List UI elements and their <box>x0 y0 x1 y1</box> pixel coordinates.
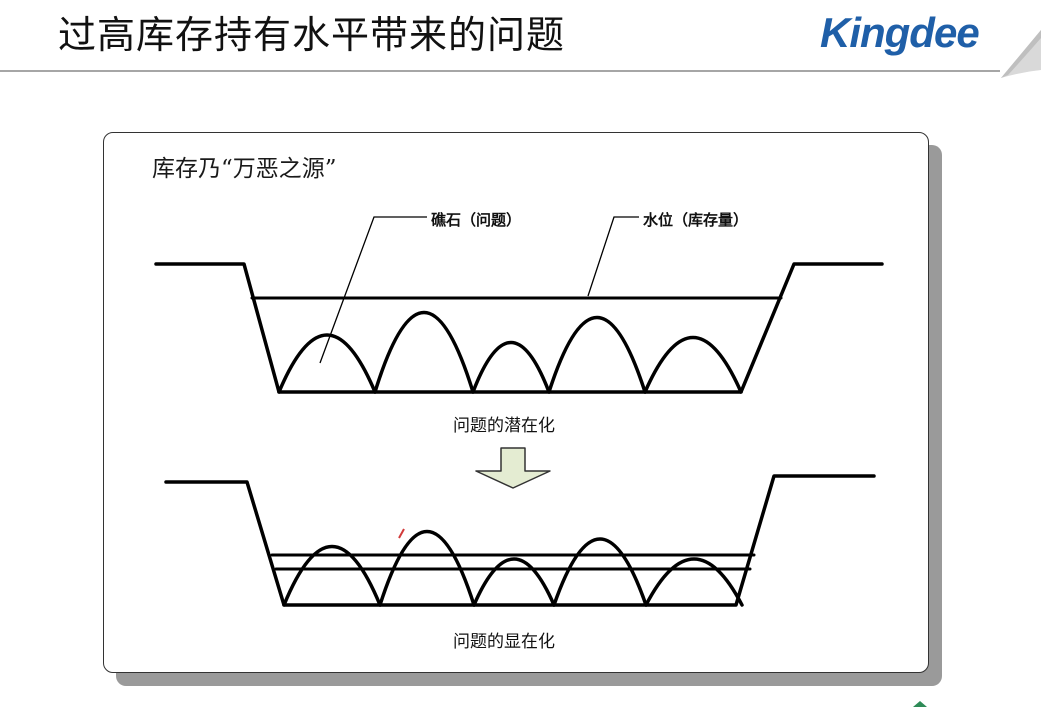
top-channel-outline <box>154 262 884 394</box>
caption-exposed-problems: 问题的显在化 <box>453 632 555 652</box>
bottom-channel-outline <box>164 474 876 607</box>
water-label-leader <box>587 216 639 297</box>
bottom-rock <box>378 529 476 607</box>
top-rock <box>471 341 551 394</box>
slide-header: 过高库存持有水平带来的问题 Kingdee <box>0 0 1041 78</box>
top-rock <box>643 335 743 394</box>
bottom-rock <box>282 545 382 607</box>
down-arrow <box>475 447 551 489</box>
water-level-label: 水位（库存量） <box>643 211 749 229</box>
diagram-panel: 库存乃“万恶之源” <box>103 132 929 673</box>
inventory-diagram <box>154 216 884 607</box>
header-divider <box>0 70 1000 72</box>
red-mark <box>398 528 405 539</box>
slide-title: 过高库存持有水平带来的问题 <box>58 13 566 57</box>
top-rock <box>277 333 377 394</box>
top-rock <box>547 315 647 394</box>
rock-label: 礁石（问题） <box>431 211 522 229</box>
kingdee-logo: Kingdee <box>820 9 980 56</box>
bottom-rock <box>472 557 556 607</box>
rock-label-leader <box>319 216 427 364</box>
panel-heading: 库存乃“万恶之源” <box>152 156 337 182</box>
caption-hidden-problems: 问题的潜在化 <box>453 416 555 436</box>
corner-decoration <box>913 701 927 707</box>
bottom-rock <box>644 557 744 607</box>
top-rock <box>373 310 475 394</box>
bottom-rock <box>552 537 648 607</box>
page-curl-decoration <box>1001 30 1041 78</box>
